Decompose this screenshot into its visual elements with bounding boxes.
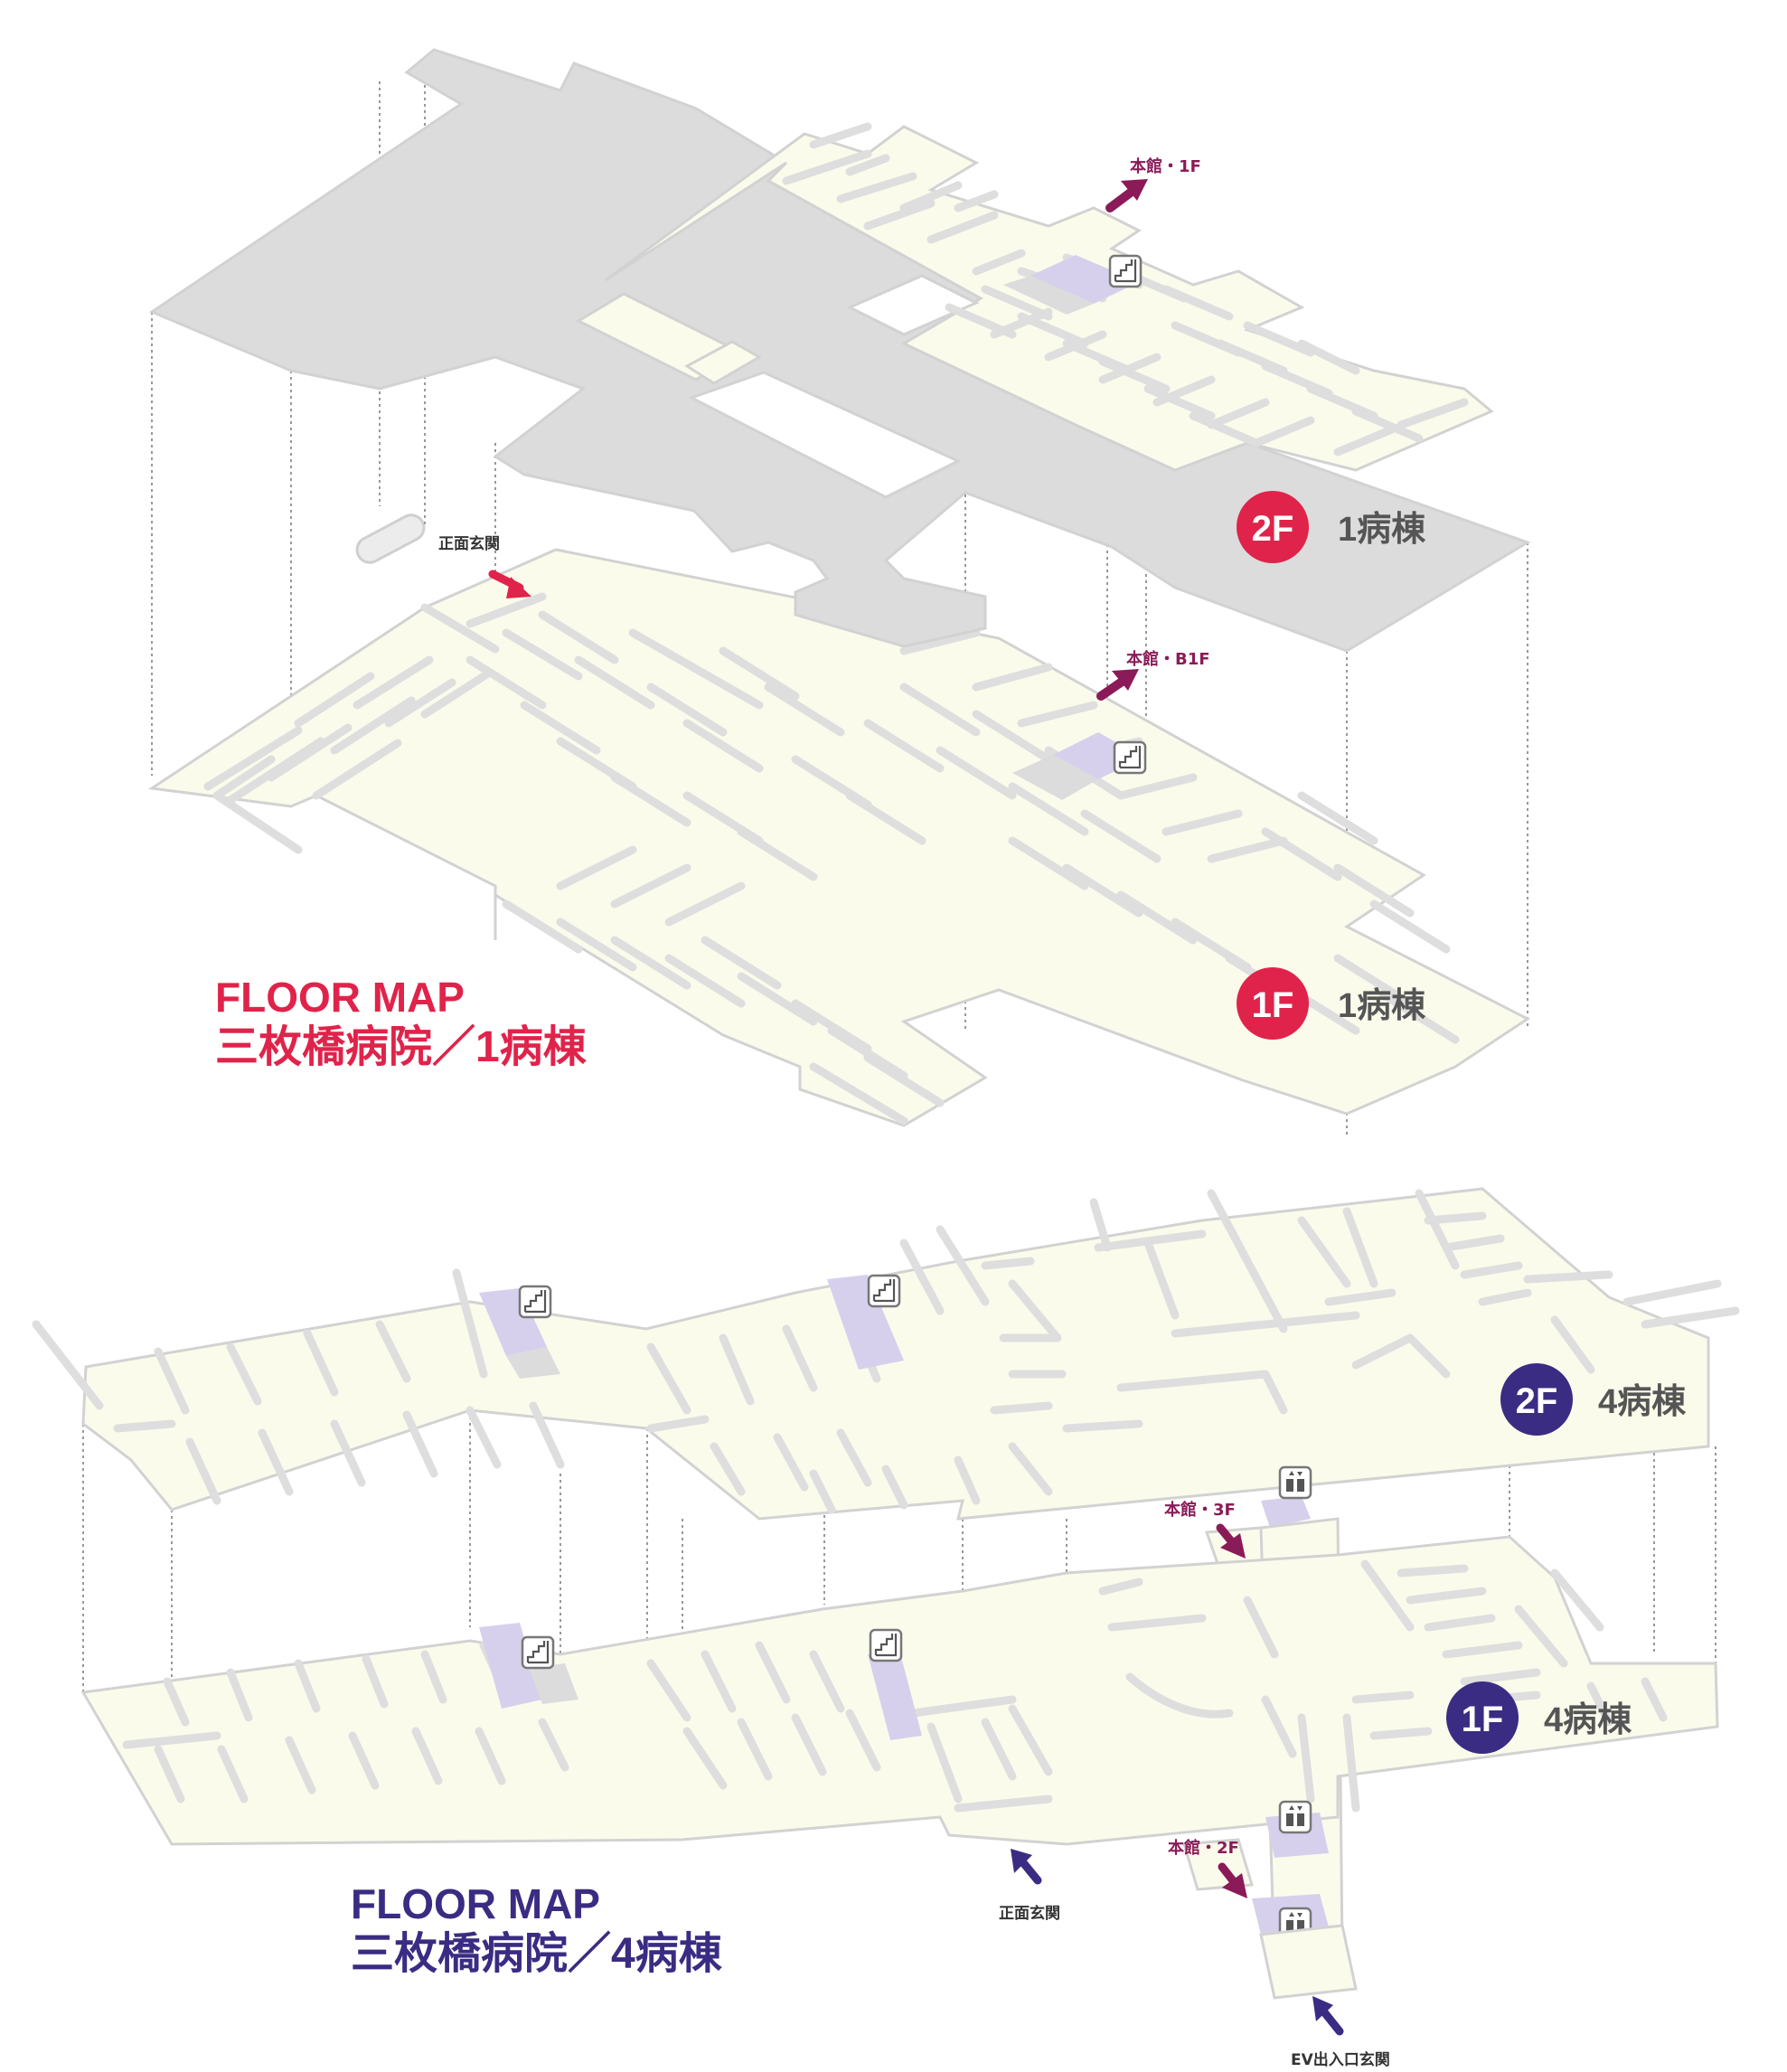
ward4-2f-ev-area — [1261, 1496, 1311, 1528]
ward4-2f-stair-left — [479, 1288, 547, 1356]
ward4-badge-1f: 1F 4病棟 — [1446, 1681, 1632, 1754]
floor-ward-label: 4病棟 — [1598, 1383, 1687, 1421]
map-heading-title: FLOOR MAP — [215, 974, 465, 1021]
ward1-1f-walls — [203, 592, 1460, 1125]
stairs-icon — [867, 1274, 901, 1308]
elevator-icon — [1278, 1800, 1312, 1834]
ward4-ev-lobby — [1259, 1924, 1358, 2000]
stairs-icon — [521, 1635, 555, 1670]
floor-ward-label: 1病棟 — [1338, 987, 1426, 1025]
ward4-link-main-3f: 本館・3F — [1164, 1500, 1246, 1559]
floor-ward-label: 4病棟 — [1544, 1701, 1632, 1739]
floor-badge: 2F — [1252, 509, 1294, 549]
map-heading-subtitle: 三枚橋病院／4病棟 — [351, 1930, 722, 1978]
floor-ward-label: 1病棟 — [1338, 511, 1426, 549]
link-label-main-3f: 本館・3F — [1164, 1500, 1236, 1520]
ward1-2f-stair-area — [1030, 255, 1139, 304]
floor-badge-circle — [1237, 967, 1309, 1040]
stairs-icon — [518, 1285, 552, 1319]
ward4-diagram: 本館・3F 本館・2F 正面玄関 EV出入口玄関 2F 4病棟 1F — [32, 1187, 1740, 2069]
floor-badge: 1F — [1462, 1700, 1504, 1739]
ward4-2f-stair-mid — [827, 1275, 904, 1370]
stairs-icon — [1113, 740, 1147, 775]
ward4-1f-stair-left-landing — [529, 1663, 578, 1704]
ward4-1f-walls — [122, 1559, 1668, 1813]
ward1-main-entrance: 正面玄関 — [438, 534, 531, 598]
ward1-entrance-canopy — [355, 513, 426, 564]
floor-badge-circle — [1237, 491, 1309, 563]
ward1-2f-walls — [782, 122, 1469, 457]
floor-badge: 1F — [1252, 985, 1294, 1025]
link-label-main-1f: 本館・1F — [1130, 156, 1201, 176]
ward1-2f-stair-landing — [1003, 276, 1094, 315]
ward4-main-entrance: 正面玄関 — [999, 1849, 1060, 1923]
ward1-1f-stair-landing — [1012, 755, 1098, 800]
floor-badge-circle — [1446, 1681, 1519, 1754]
ward1-1f-slab — [147, 548, 1530, 1127]
ward4-1f-stair-mid — [868, 1650, 922, 1740]
ward1-map-heading: FLOOR MAP 三枚橋病院／1病棟 — [215, 972, 587, 1073]
entrance-label: 正面玄関 — [999, 1904, 1060, 1923]
ward4-1f-stair-left — [479, 1623, 542, 1709]
ward4-1f-slab — [80, 1535, 1719, 1953]
ward1-link-main-b1f: 本館・B1F — [1096, 649, 1210, 701]
ward4-2f-walls — [32, 1189, 1740, 1514]
ward4-ev-entrance: EV出入口玄関 — [1291, 1996, 1390, 2069]
map-heading-title: FLOOR MAP — [351, 1880, 600, 1927]
ward1-diagram: 本館・1F 本館・B1F 正面玄関 2F 1病棟 1F 1病棟 — [147, 48, 1531, 1135]
map-heading-subtitle: 三枚橋病院／1病棟 — [215, 1023, 587, 1071]
ward4-map-heading: FLOOR MAP 三枚橋病院／4病棟 — [351, 1879, 722, 1980]
ev-entrance-label: EV出入口玄関 — [1291, 2050, 1390, 2069]
arrow-icon — [1017, 1856, 1042, 1885]
ward1-link-main-1f: 本館・1F — [1105, 156, 1201, 212]
stairs-icon — [869, 1628, 903, 1662]
floor-badge-circle — [1500, 1363, 1573, 1436]
entrance-label: 正面玄関 — [438, 534, 500, 553]
ward4-2f-stair-left-landing — [506, 1347, 560, 1379]
link-label-main-b1f: 本館・B1F — [1126, 649, 1210, 669]
ward1-2f-slab — [148, 48, 1531, 653]
link-label-main-2f: 本館・2F — [1168, 1838, 1239, 1858]
ward4-2f-slab — [32, 1187, 1740, 1528]
floor-badge: 2F — [1516, 1381, 1558, 1421]
elevator-icon — [1278, 1465, 1312, 1500]
ward4-badge-2f: 2F 4病棟 — [1500, 1363, 1687, 1436]
ward4-link-main-2f: 本館・2F — [1168, 1838, 1247, 1898]
stairs-icon — [1108, 254, 1143, 288]
ward1-badge-1f: 1F 1病棟 — [1237, 967, 1426, 1040]
ward1-badge-2f: 2F 1病棟 — [1237, 491, 1426, 563]
